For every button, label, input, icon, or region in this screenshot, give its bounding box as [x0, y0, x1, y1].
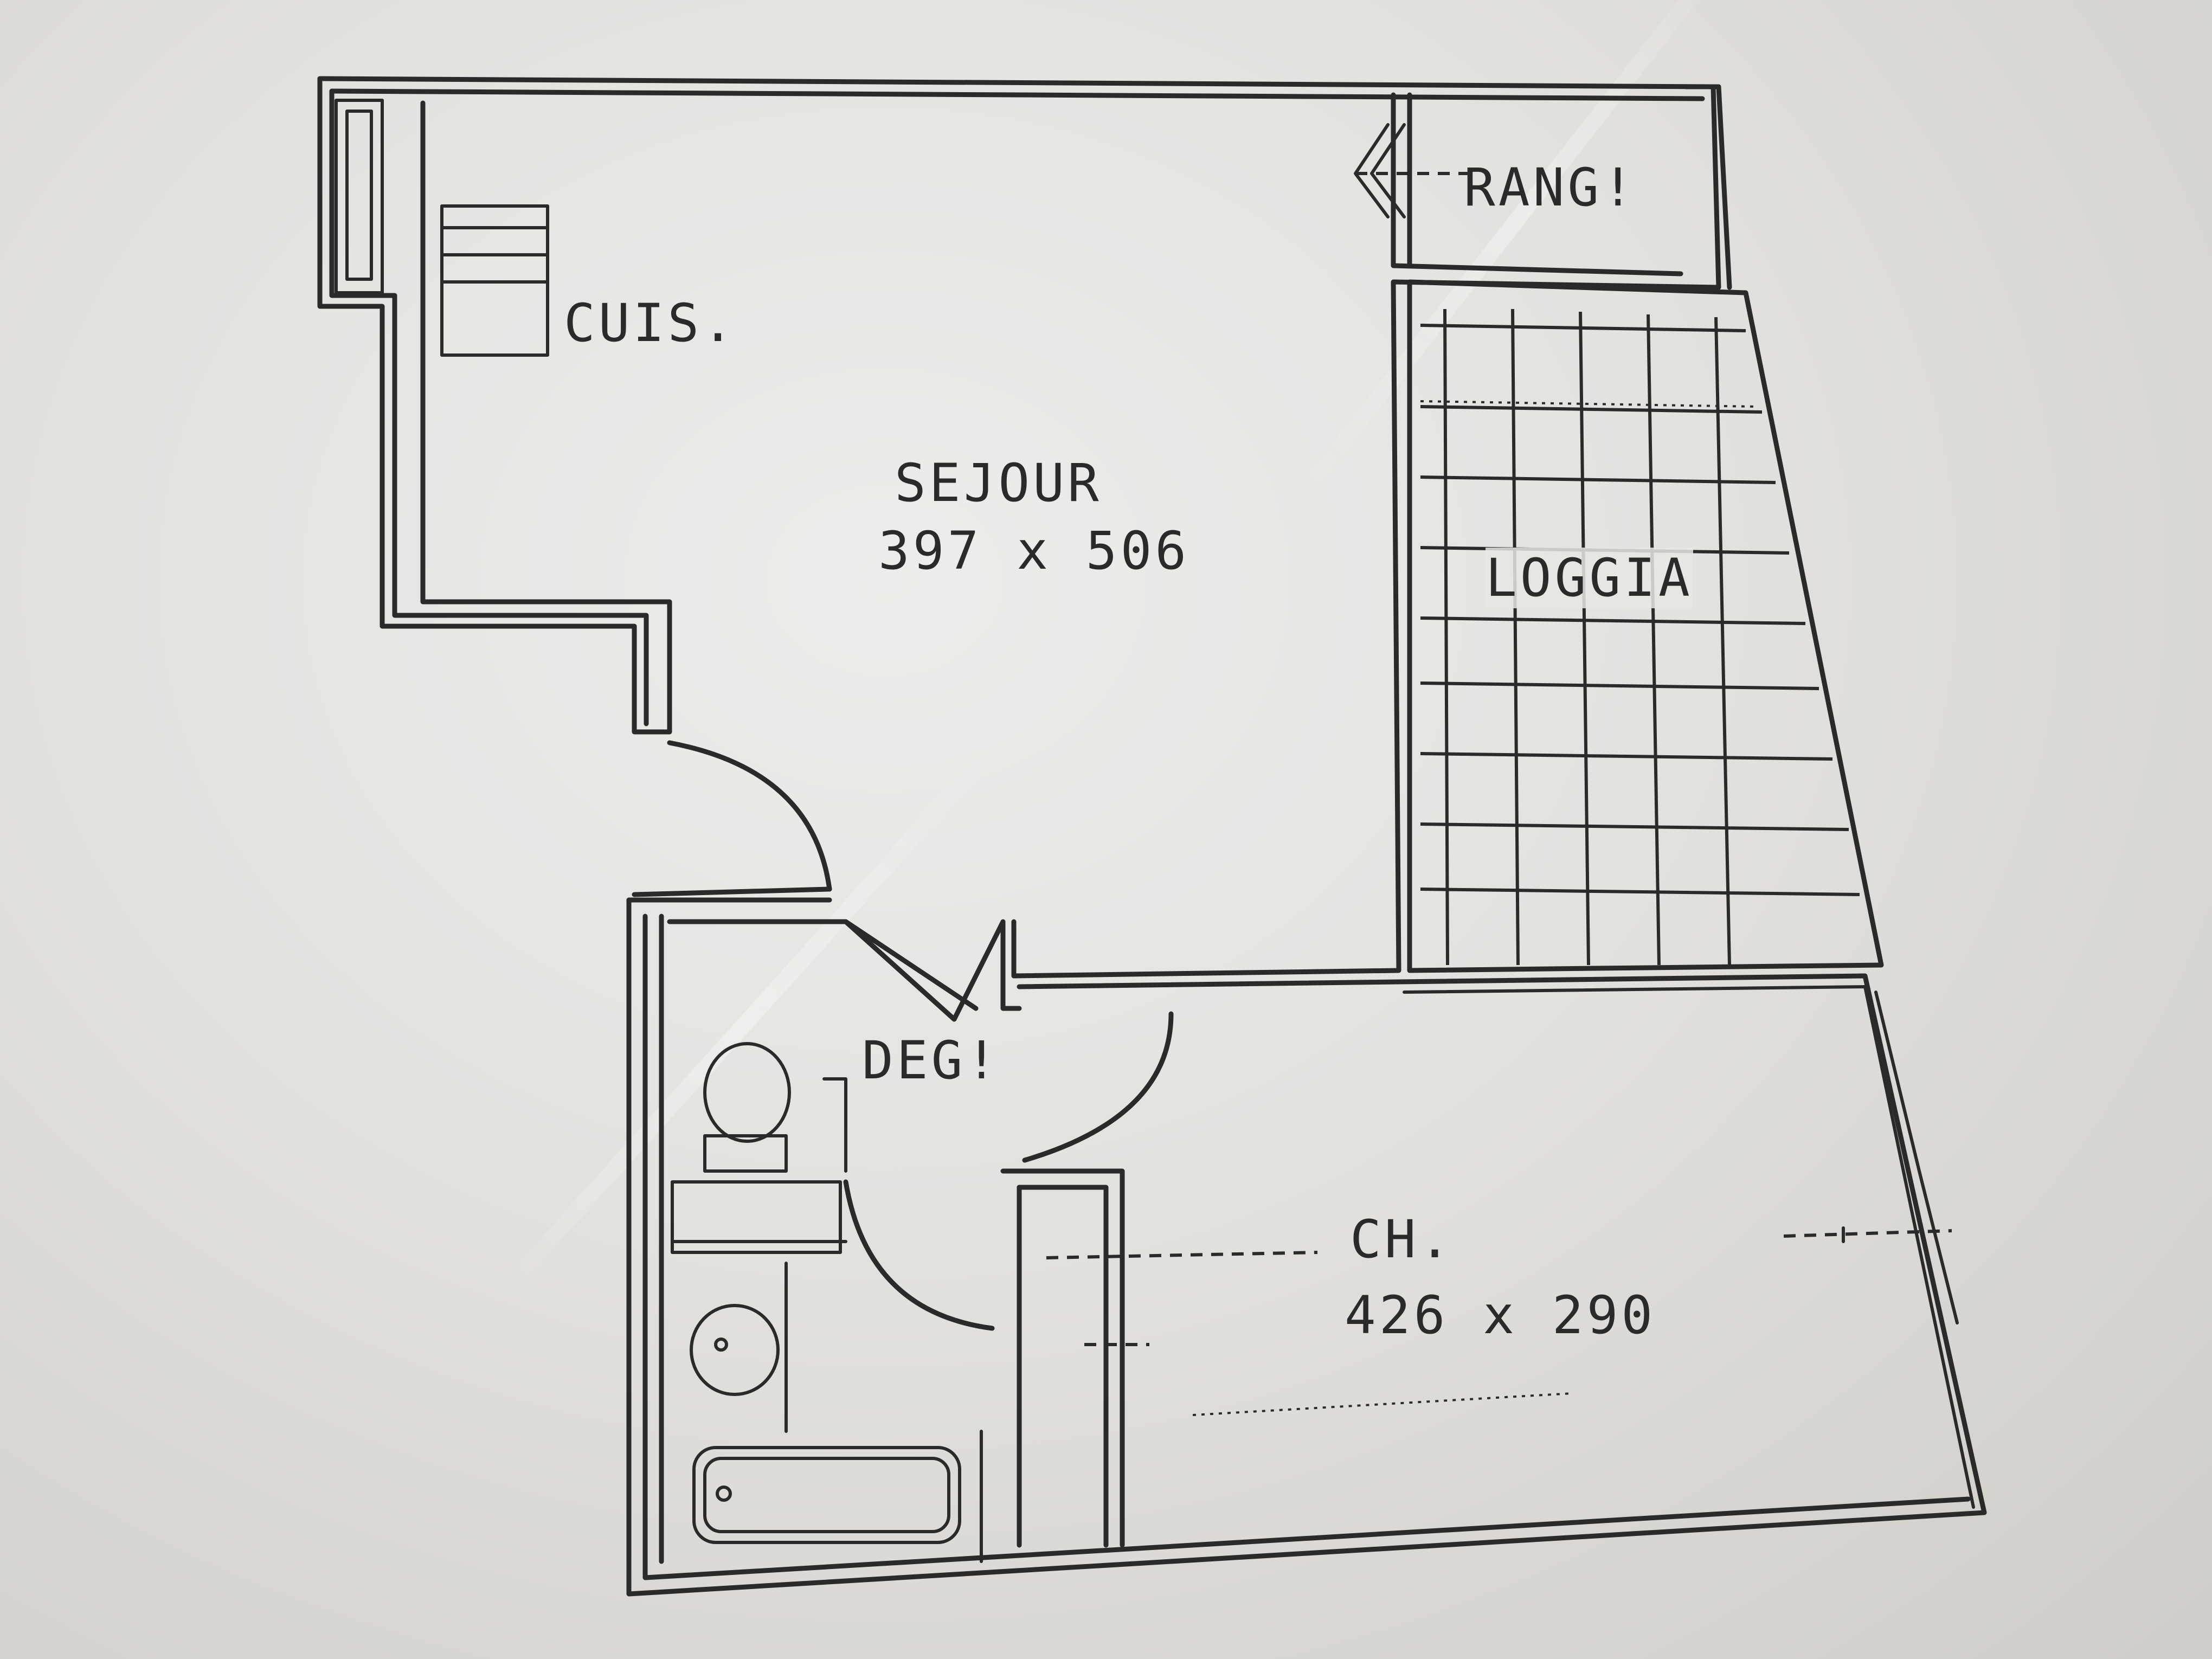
chambre-door: [843, 1011, 1174, 1548]
room-label-rangement: RANG!: [1464, 157, 1637, 218]
room-label-chambre: CH.: [1350, 1209, 1454, 1270]
loggia-tiling: [1420, 308, 1860, 966]
room-label-cuisine: CUIS.: [564, 293, 737, 353]
chambre-lines: [1046, 1226, 1952, 1416]
sejour-door: [632, 740, 832, 897]
bathroom-walls: [626, 897, 1987, 1597]
toilet-fixture: [671, 1042, 847, 1254]
room-label-loggia: LOGGIA: [1486, 548, 1693, 608]
cuisine-fixture: [335, 99, 549, 357]
room-dimensions-sejour: 397 x 506: [878, 520, 1190, 581]
sink-fixture: [690, 1262, 788, 1433]
room-label-sejour: SEJOUR: [895, 453, 1102, 513]
bathtub-fixture: [692, 1430, 983, 1563]
loggia-walls: [1354, 84, 1884, 973]
room-dimensions-chambre: 426 x 290: [1345, 1285, 1656, 1346]
room-label-degagement: DEG!: [862, 1030, 1001, 1091]
